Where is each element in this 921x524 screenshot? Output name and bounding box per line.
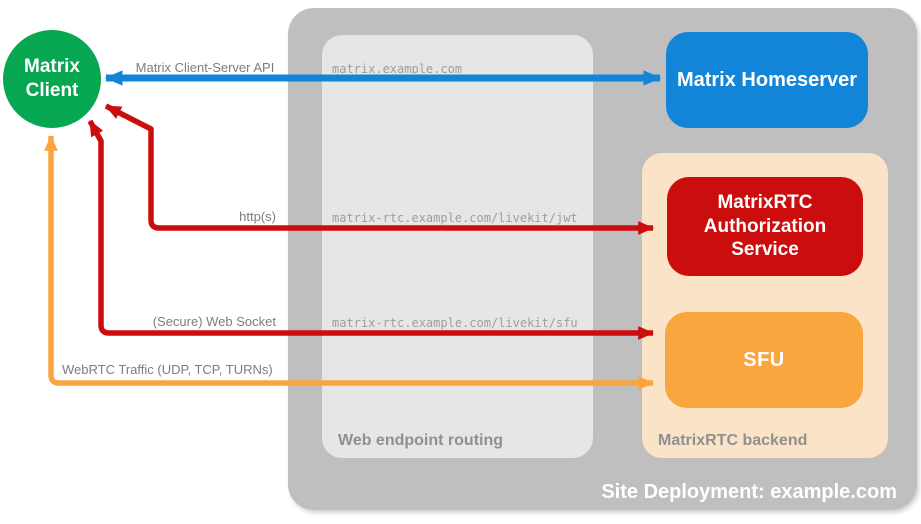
site-deployment-label: Site Deployment: example.com (601, 481, 897, 503)
matrixrtc-auth-service-label: MatrixRTC Authorization Service (703, 191, 827, 261)
client-server-api-label: Matrix Client-Server API (135, 60, 275, 75)
matrix-homeserver-node: Matrix Homeserver (666, 32, 868, 128)
web-endpoint-routing-label: Web endpoint routing (338, 432, 504, 449)
matrix-endpoint-label: matrix.example.com (332, 62, 463, 76)
sfu-endpoint-label: matrix-rtc.example.com/livekit/sfu (332, 316, 578, 330)
sfu-node: SFU (665, 312, 863, 408)
webrtc-traffic-label: WebRTC Traffic (UDP, TCP, TURNs) (62, 362, 273, 377)
matrix-client-node: Matrix Client (3, 30, 101, 128)
sfu-label: SFU (743, 348, 785, 371)
https-label: http(s) (239, 209, 276, 224)
web-endpoint-routing-box (322, 35, 593, 458)
matrix-client-label: Matrix Client (24, 56, 80, 101)
matrix-homeserver-label: Matrix Homeserver (676, 68, 858, 91)
jwt-endpoint-label: matrix-rtc.example.com/livekit/jwt (332, 211, 578, 225)
websocket-label: (Secure) Web Socket (152, 314, 276, 329)
matrixrtc-auth-service-node: MatrixRTC Authorization Service (667, 177, 863, 276)
matrixrtc-backend-label: MatrixRTC backend (658, 432, 808, 449)
